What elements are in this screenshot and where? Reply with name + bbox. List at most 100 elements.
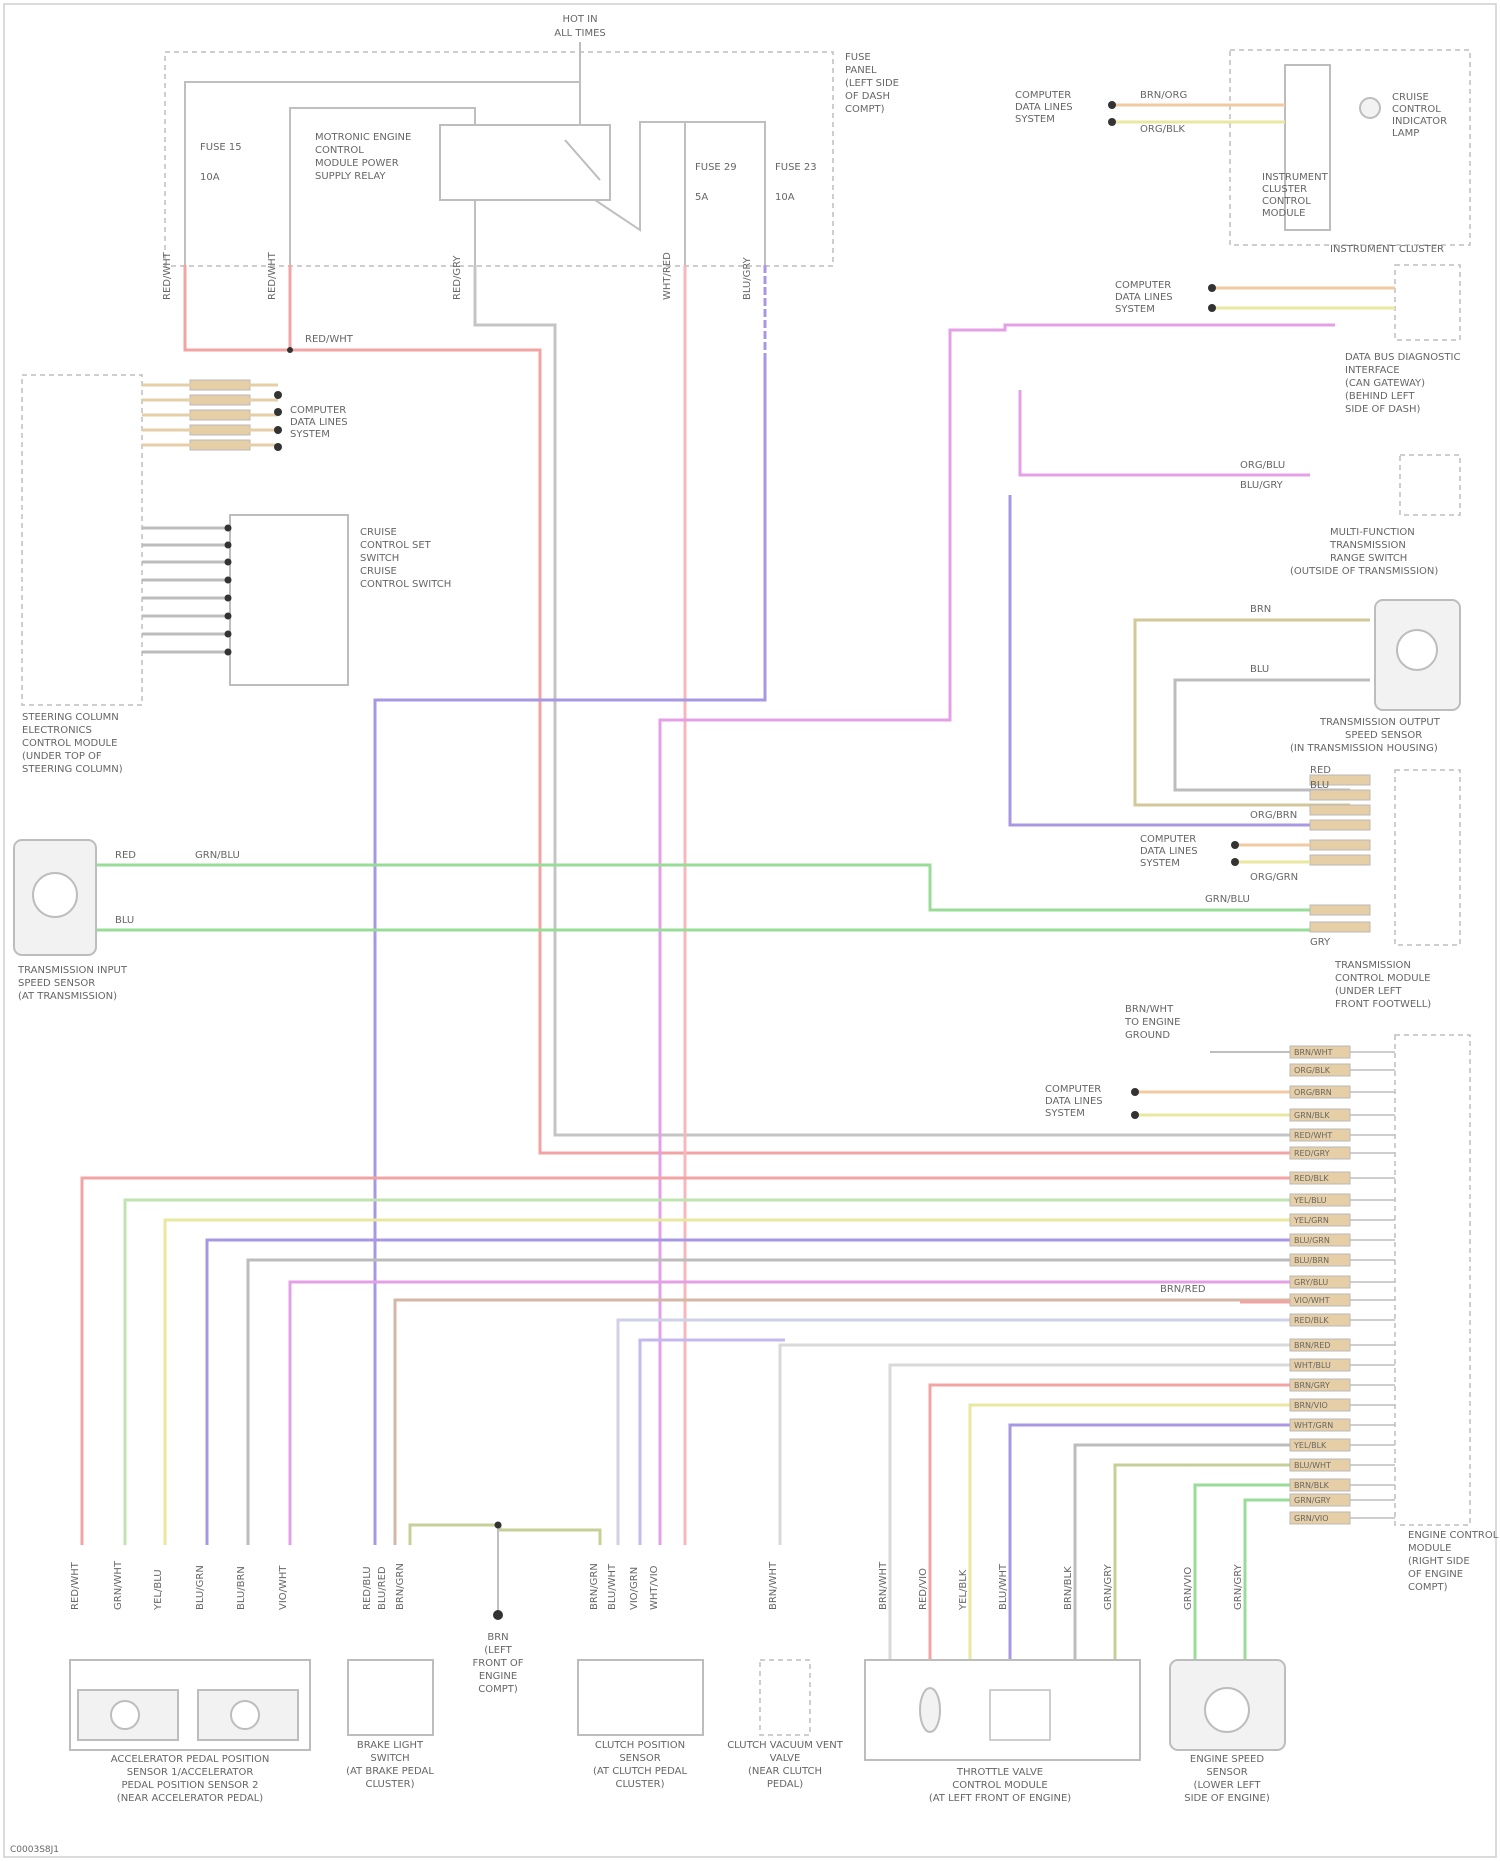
- mfs-label-1: MULTI-FUNCTION: [1330, 527, 1415, 538]
- tcm-can-label-2: DATA LINES: [1140, 846, 1198, 857]
- app-wire-3: YEL/BLU: [153, 1569, 164, 1611]
- wire-app-3: [165, 1220, 1350, 1545]
- ecm-label-2: MODULE: [1408, 1543, 1451, 1554]
- ecm-pin-label: BRN/RED: [1294, 1341, 1331, 1350]
- steering-label-2: ELECTRONICS: [22, 725, 92, 736]
- fuse-out-label-2: RED/WHT: [267, 251, 278, 300]
- oss-wire-1: BRN: [1250, 604, 1271, 615]
- brake-label-1: BRAKE LIGHT: [357, 1740, 424, 1751]
- hot-feed-sublabel: ALL TIMES: [554, 28, 606, 39]
- ecm-label-3: (RIGHT SIDE: [1408, 1556, 1470, 1567]
- steering-can-label-1: COMPUTER: [290, 405, 346, 416]
- vent-label-4: PEDAL): [767, 1779, 803, 1790]
- ecm-can-label-1: COMPUTER: [1045, 1084, 1101, 1095]
- wire-violet-brake: [375, 360, 765, 1545]
- brake-wire-1: RED/BLU: [362, 1566, 373, 1610]
- iss-wire-1: RED: [115, 850, 136, 861]
- fuse-23-rating: 10A: [775, 192, 795, 203]
- app-label-2: SENSOR 1/ACCELERATOR: [127, 1767, 254, 1778]
- tcm-pin-6: GRY: [1310, 937, 1331, 948]
- gw-label-3: (CAN GATEWAY): [1345, 378, 1425, 389]
- throttle-motor-icon: [920, 1688, 940, 1732]
- app-wire-6: VIO/WHT: [278, 1565, 289, 1610]
- steering-can-label-3: SYSTEM: [290, 429, 330, 440]
- brake-wire-2: BLU/RED: [377, 1566, 388, 1610]
- wire-app-2: [125, 1200, 1350, 1545]
- ecm-pin-label: GRY/BLU: [1294, 1278, 1328, 1287]
- diagram-id: C0003S8J1: [10, 1845, 59, 1855]
- ic-pin-2: ORG/BLK: [1140, 124, 1185, 135]
- vent-label-1: CLUTCH VACUUM VENT: [727, 1740, 844, 1751]
- ecm-box: [1395, 1035, 1470, 1525]
- tcm-label-3: (UNDER LEFT: [1335, 986, 1402, 997]
- ecm-pink-wire-label: BRN/RED: [1160, 1284, 1206, 1295]
- steering-can-label-2: DATA LINES: [290, 417, 348, 428]
- cruise-switch-pins: [142, 525, 232, 656]
- ecm-pin-label: GRN/BLK: [1294, 1111, 1330, 1120]
- app-sensor-2-icon: [231, 1701, 259, 1729]
- ground-label-3: FRONT OF: [473, 1658, 524, 1669]
- gw-can-dot-2: [1208, 304, 1216, 312]
- splice-label: RED/WHT: [305, 334, 354, 345]
- fuse-23-label: FUSE 23: [775, 162, 817, 173]
- tcm-box: [1395, 770, 1460, 945]
- clutch-wire-3: VIO/GRN: [629, 1567, 640, 1610]
- clutch-label-2: SENSOR: [619, 1753, 660, 1764]
- mfs-label-4: (OUTSIDE OF TRANSMISSION): [1290, 566, 1438, 577]
- wire-clutch-brngrn: [410, 1525, 600, 1545]
- relay-label-1: MOTRONIC ENGINE: [315, 132, 411, 143]
- brake-label-4: CLUSTER): [366, 1779, 415, 1790]
- cruise-lamp-label-4: LAMP: [1392, 128, 1419, 139]
- ground-label-5: COMPT): [478, 1684, 518, 1695]
- clutch-wire-4: WHT/VIO: [649, 1565, 660, 1610]
- ic-module-label-3: CONTROL: [1262, 196, 1311, 207]
- app-wire-4: BLU/GRN: [195, 1565, 206, 1610]
- clutch-wire-2: BLU/WHT: [607, 1563, 618, 1610]
- hot-feed-label: HOT IN: [562, 14, 597, 25]
- brake-label-2: SWITCH: [370, 1753, 409, 1764]
- ecm-pin-label: BRN/BLK: [1294, 1481, 1330, 1490]
- ecm-pin-label: WHT/GRN: [1294, 1421, 1333, 1430]
- wire-eng-1: [1195, 1485, 1350, 1660]
- ecm-pin-label: RED/BLK: [1294, 1174, 1329, 1183]
- wire-clutch-vio: [640, 1340, 785, 1545]
- cruise-lamp-label-3: INDICATOR: [1392, 116, 1447, 127]
- clutch-vacuum-vent-box: [760, 1660, 810, 1735]
- gateway-box: [1395, 265, 1460, 340]
- ecm-can-label-2: DATA LINES: [1045, 1096, 1103, 1107]
- ecm-pin-label: WHT/BLU: [1294, 1361, 1331, 1370]
- wire-clutch-white: [618, 1320, 1350, 1545]
- ground-point-icon: [493, 1610, 503, 1620]
- app-wire-5: BLU/BRN: [236, 1566, 247, 1610]
- tcm-can-dot-1: [1231, 841, 1239, 849]
- eng-label-4: SIDE OF ENGINE): [1184, 1793, 1270, 1804]
- fuse-out-label-1: RED/WHT: [162, 251, 173, 300]
- cruise-lamp-label-1: CRUISE: [1392, 92, 1429, 103]
- brake-wire-3: BRN/GRN: [395, 1563, 406, 1610]
- tcm-pin-2: BLU: [1310, 780, 1329, 791]
- oss-label-1: TRANSMISSION OUTPUT: [1319, 717, 1441, 728]
- tcm-pin-1: RED: [1310, 765, 1331, 776]
- app-sensor-1-icon: [111, 1701, 139, 1729]
- steering-label-4: (UNDER TOP OF: [22, 751, 102, 762]
- throttle-valve-box: [865, 1660, 1140, 1760]
- ecm-pin-label: BRN/WHT: [1294, 1048, 1333, 1057]
- ecm-pin-label: YEL/BLK: [1293, 1441, 1327, 1450]
- steering-can-pins: [142, 380, 282, 451]
- eng-label-3: (LOWER LEFT: [1194, 1780, 1262, 1791]
- brake-light-switch-box: [348, 1660, 433, 1735]
- thr-wire-6: GRN/GRY: [1103, 1563, 1114, 1610]
- ecm-ground-3: GROUND: [1125, 1030, 1170, 1041]
- gw-can-label-3: SYSTEM: [1115, 304, 1155, 315]
- eng-wire-1: GRN/VIO: [1183, 1567, 1194, 1610]
- ground-label-1: BRN: [487, 1632, 508, 1643]
- ecm-pin-label: GRN/GRY: [1294, 1496, 1331, 1505]
- wire-gray-output: [1175, 680, 1370, 790]
- tcm-pin-5: GRN/BLU: [1205, 894, 1250, 905]
- fuse-29-label: FUSE 29: [695, 162, 737, 173]
- fuse-panel-label-2: PANEL: [845, 65, 877, 76]
- cruise-switch-label-5: CONTROL SWITCH: [360, 579, 451, 590]
- steering-label-3: CONTROL MODULE: [22, 738, 117, 749]
- gw-label-2: INTERFACE: [1345, 365, 1400, 376]
